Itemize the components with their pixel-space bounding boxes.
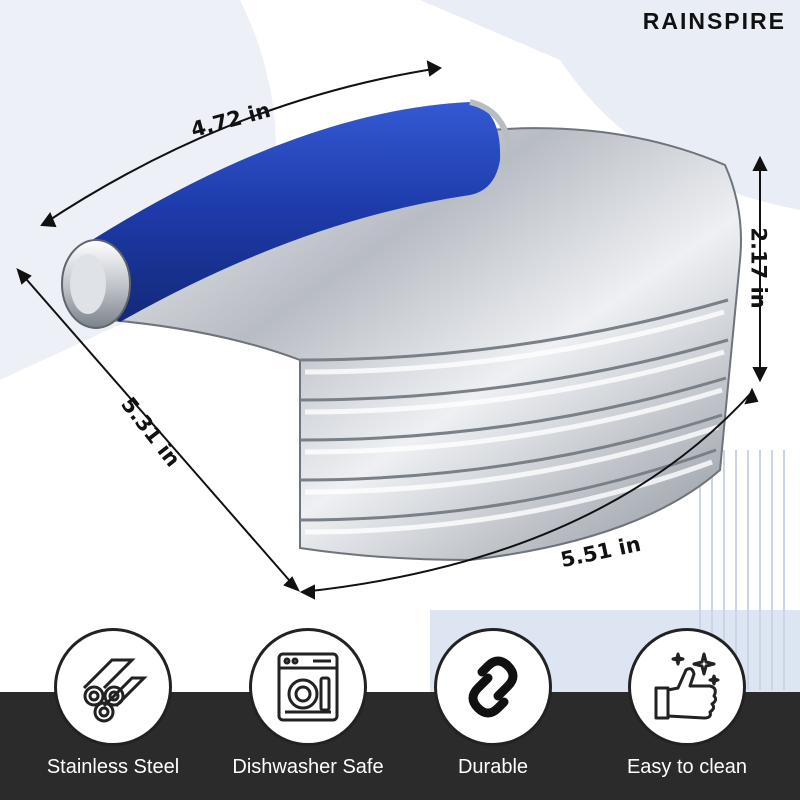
blue-handle [89, 102, 501, 322]
feature-label: Stainless Steel [46, 756, 180, 778]
thumbs-up-sparkle-icon [654, 652, 720, 720]
feature-label: Durable [457, 756, 529, 778]
dishwasher-icon [277, 652, 339, 722]
brand-logo: RAINSPIRE [642, 8, 786, 34]
dimension-height: 2.17 in [746, 227, 771, 309]
feature-label: Dishwasher Safe [232, 756, 384, 778]
feature-circle [249, 628, 367, 746]
feature-dishwasher-safe: Dishwasher Safe [213, 628, 403, 779]
feature-durable: Durable [398, 628, 588, 779]
feature-stainless-steel: Stainless Steel [18, 628, 208, 779]
feature-label: Easy to clean [626, 756, 748, 778]
dimension-arrows [16, 60, 768, 600]
feature-circle [628, 628, 746, 746]
feature-circle [434, 628, 552, 746]
feature-circle [54, 628, 172, 746]
steel-tubes-icon [82, 658, 148, 723]
chain-link-icon [468, 656, 518, 718]
pastry-blender [61, 99, 742, 562]
feature-easy-to-clean: Easy to clean [592, 628, 782, 779]
